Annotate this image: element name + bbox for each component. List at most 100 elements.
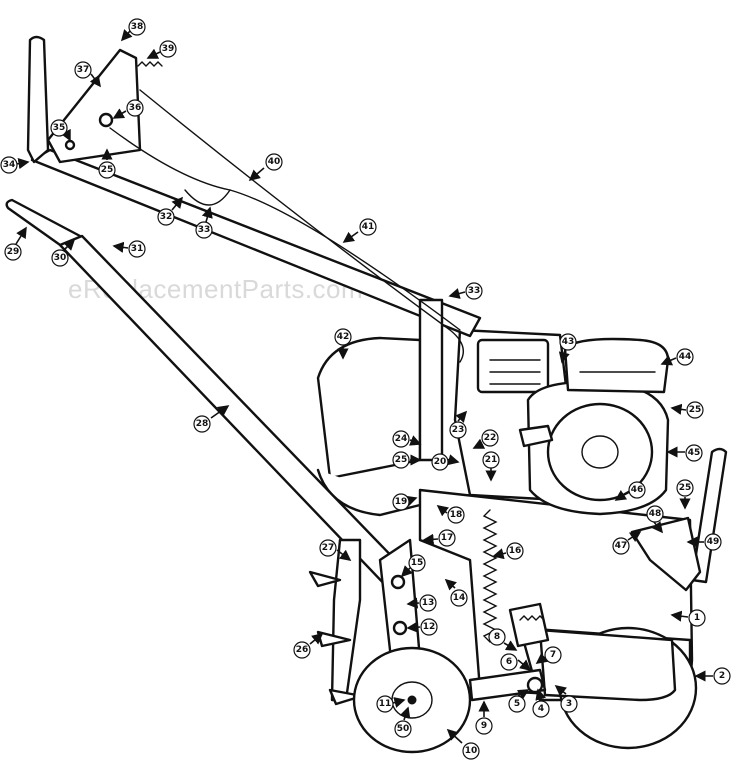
callout-28[interactable]: 28 [193, 405, 230, 433]
callout-49[interactable]: 49 [686, 533, 722, 551]
callout-5[interactable]: 5 [508, 689, 530, 713]
callout-26[interactable]: 26 [293, 632, 324, 659]
right-bracket [630, 516, 702, 592]
callout-45[interactable]: 45 [666, 444, 703, 462]
svg-text:49: 49 [707, 537, 720, 547]
svg-text:16: 16 [509, 546, 522, 556]
muffler [476, 338, 550, 394]
svg-text:21: 21 [485, 455, 498, 465]
callout-19[interactable]: 19 [392, 493, 418, 511]
svg-text:45: 45 [688, 448, 701, 458]
callout-44[interactable]: 44 [660, 348, 694, 366]
svg-text:13: 13 [422, 598, 435, 608]
callout-12[interactable]: 12 [406, 618, 438, 636]
svg-text:14: 14 [453, 593, 466, 603]
callout-29[interactable]: 29 [4, 226, 27, 261]
svg-text:47: 47 [615, 541, 628, 551]
flywheel [546, 402, 654, 502]
callout-25-b[interactable]: 25 [98, 148, 116, 179]
svg-text:25: 25 [395, 455, 408, 465]
callout-48[interactable]: 48 [646, 505, 664, 534]
callout-32[interactable]: 32 [157, 196, 184, 226]
callout-3[interactable]: 3 [554, 685, 578, 713]
svg-text:40: 40 [268, 157, 281, 167]
svg-text:11: 11 [379, 699, 392, 709]
callout-13[interactable]: 13 [406, 594, 437, 612]
callout-33-b[interactable]: 33 [448, 282, 483, 300]
callout-11[interactable]: 11 [376, 695, 406, 713]
svg-text:23: 23 [452, 425, 465, 435]
tiller-drawing [5, 35, 728, 754]
svg-text:8: 8 [494, 632, 500, 642]
svg-text:22: 22 [484, 433, 497, 443]
callout-33-a[interactable]: 33 [195, 206, 213, 239]
clutch-spring [519, 615, 545, 621]
callout-35[interactable]: 35 [50, 119, 71, 142]
callout-10[interactable]: 10 [446, 728, 480, 760]
callout-4[interactable]: 4 [532, 688, 550, 718]
svg-text:10: 10 [465, 746, 478, 756]
callout-25-d[interactable]: 25 [676, 479, 694, 510]
throttle-cable [109, 127, 461, 331]
bracket-bolt [64, 139, 76, 151]
callout-18[interactable]: 18 [436, 505, 465, 524]
callout-9[interactable]: 9 [475, 700, 493, 735]
callout-1[interactable]: 1 [670, 609, 706, 627]
cable-loop [184, 189, 231, 206]
svg-text:2: 2 [719, 671, 725, 681]
callout-7[interactable]: 7 [535, 646, 562, 664]
housing-front [538, 628, 677, 702]
clutch-roller [526, 676, 544, 694]
callout-25-c[interactable]: 25 [670, 401, 704, 419]
callout-37[interactable]: 37 [74, 61, 101, 88]
callout-36[interactable]: 36 [112, 99, 144, 119]
callout-8[interactable]: 8 [488, 628, 518, 651]
svg-text:32: 32 [160, 212, 173, 222]
callout-14[interactable]: 14 [444, 578, 468, 607]
svg-text:25: 25 [101, 165, 114, 175]
callout-31[interactable]: 31 [112, 240, 146, 258]
svg-text:24: 24 [395, 434, 408, 444]
callout-15[interactable]: 15 [400, 554, 426, 578]
callout-25-a[interactable]: 25 [392, 451, 422, 469]
callout-17[interactable]: 17 [422, 529, 456, 547]
svg-text:41: 41 [362, 222, 375, 232]
handle-grip-lower [5, 198, 82, 254]
callout-50[interactable]: 50 [394, 706, 412, 738]
recoil-starter [518, 424, 554, 448]
callout-24[interactable]: 24 [392, 430, 422, 448]
svg-text:31: 31 [131, 244, 144, 254]
callout-41[interactable]: 41 [342, 218, 377, 243]
svg-text:42: 42 [337, 332, 350, 342]
callout-30[interactable]: 30 [51, 238, 76, 267]
callout-39[interactable]: 39 [146, 40, 177, 59]
svg-text:7: 7 [550, 650, 556, 660]
callout-40[interactable]: 40 [248, 153, 283, 182]
svg-text:33: 33 [198, 225, 211, 235]
callout-23[interactable]: 23 [449, 410, 468, 439]
svg-text:44: 44 [679, 352, 692, 362]
callout-43[interactable]: 43 [558, 333, 577, 364]
svg-text:18: 18 [450, 510, 463, 520]
callout-6[interactable]: 6 [500, 653, 532, 672]
svg-text:6: 6 [506, 657, 512, 667]
callout-42[interactable]: 42 [334, 328, 352, 360]
callout-38[interactable]: 38 [120, 18, 146, 42]
callout-27[interactable]: 27 [319, 539, 352, 561]
callout-16[interactable]: 16 [492, 542, 524, 560]
tine-teeth-3 [328, 688, 364, 706]
callout-2[interactable]: 2 [694, 667, 731, 685]
callout-20[interactable]: 20 [431, 453, 460, 471]
svg-text:5: 5 [514, 699, 520, 709]
pivot-bolt-15 [390, 574, 406, 590]
vertical-support [418, 298, 444, 462]
svg-text:35: 35 [53, 123, 66, 133]
callout-46[interactable]: 46 [614, 481, 646, 501]
svg-text:33: 33 [468, 286, 481, 296]
tine-teeth [308, 570, 342, 588]
callout-34[interactable]: 34 [0, 156, 30, 174]
callout-21[interactable]: 21 [482, 451, 500, 482]
callout-47[interactable]: 47 [612, 531, 642, 555]
callout-22[interactable]: 22 [472, 429, 499, 449]
